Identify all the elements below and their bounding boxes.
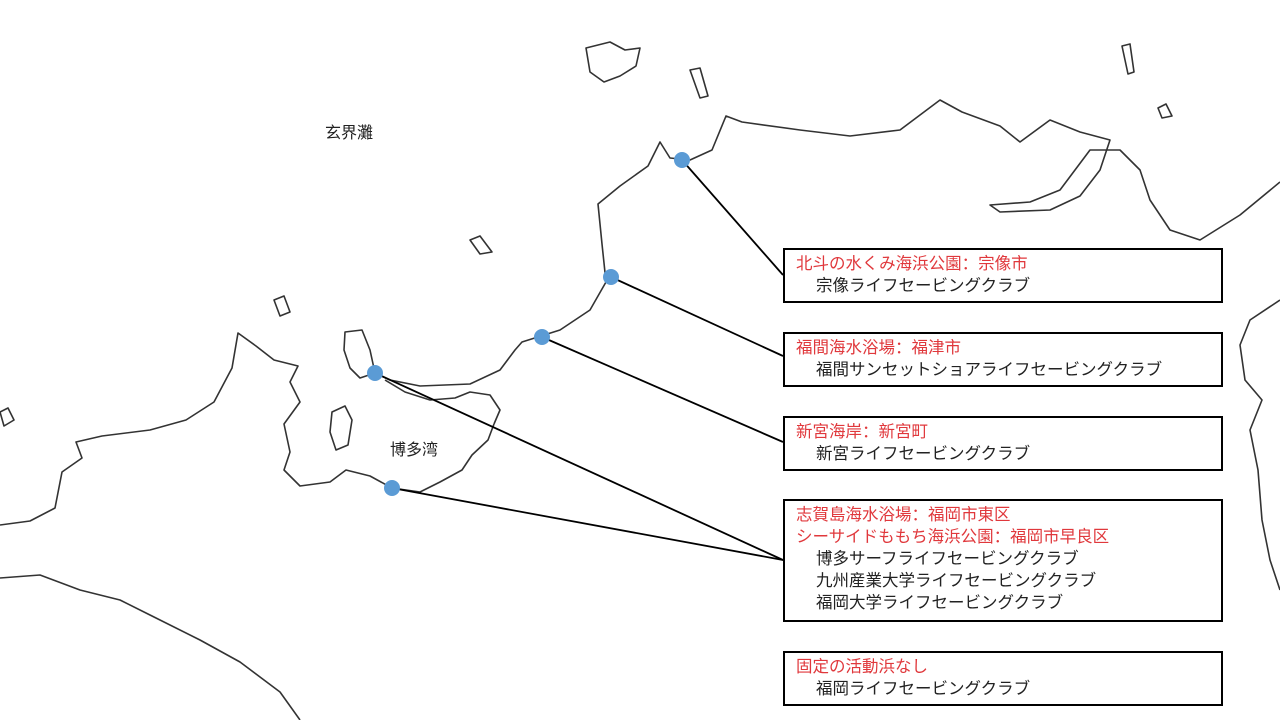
leader-line bbox=[391, 487, 784, 561]
leader-lines bbox=[374, 159, 784, 561]
location-name: 福間海水浴場：福津市 bbox=[796, 338, 961, 357]
leader-line bbox=[610, 276, 784, 357]
club-name: 九州産業大学ライフセービングクラブ bbox=[816, 571, 1097, 590]
location-name: シーサイドももち海浜公園：福岡市早良区 bbox=[796, 527, 1110, 546]
beach-marker[interactable] bbox=[674, 152, 690, 168]
coastline-spit bbox=[374, 99, 1280, 387]
club-name: 福岡大学ライフセービングクラブ bbox=[816, 593, 1064, 612]
sea-label-genkainada: 玄界灘 bbox=[325, 123, 374, 142]
island-small-2 bbox=[273, 295, 291, 317]
island-nokonoshima bbox=[329, 405, 353, 451]
coastline-west bbox=[0, 332, 495, 526]
club-name: 新宮ライフセービングクラブ bbox=[816, 444, 1031, 463]
callout-fukuoka-city: 志賀島海水浴場：福岡市東区 シーサイドももち海浜公園：福岡市早良区 博多サーフラ… bbox=[783, 499, 1223, 622]
location-name: 志賀島海水浴場：福岡市東区 bbox=[796, 505, 1011, 524]
sea-label-hakata-bay: 博多湾 bbox=[390, 440, 439, 459]
island-oshima bbox=[585, 41, 641, 83]
beach-marker[interactable] bbox=[384, 480, 400, 496]
beach-marker[interactable] bbox=[534, 329, 550, 345]
club-name: 博多サーフライフセービングクラブ bbox=[816, 549, 1079, 568]
island-small-5 bbox=[1121, 43, 1135, 75]
location-name: 新宮海岸：新宮町 bbox=[796, 422, 928, 441]
coastline-east-1 bbox=[1239, 299, 1280, 591]
island-small-6 bbox=[1157, 103, 1173, 119]
coastline-south bbox=[0, 574, 301, 720]
club-name: 福岡ライフセービングクラブ bbox=[816, 679, 1031, 698]
island-small-3 bbox=[0, 407, 15, 427]
location-name: 北斗の水くみ海浜公園：宗像市 bbox=[796, 254, 1028, 273]
callout-no-fixed-beach: 固定の活動浜なし 福岡ライフセービングクラブ bbox=[783, 651, 1223, 706]
leader-line bbox=[541, 336, 784, 443]
beach-marker[interactable] bbox=[367, 365, 383, 381]
island-small-1 bbox=[469, 235, 493, 255]
leader-line bbox=[374, 372, 784, 561]
island-small-4 bbox=[689, 67, 709, 99]
callout-fukuma: 福間海水浴場：福津市 福間サンセットショアライフセービングクラブ bbox=[783, 332, 1223, 387]
callout-shingu: 新宮海岸：新宮町 新宮ライフセービングクラブ bbox=[783, 416, 1223, 471]
club-name: 宗像ライフセービングクラブ bbox=[816, 276, 1031, 295]
callout-munakata: 北斗の水くみ海浜公園：宗像市 宗像ライフセービングクラブ bbox=[783, 248, 1223, 303]
coastline-bay bbox=[384, 379, 501, 425]
location-name: 固定の活動浜なし bbox=[796, 657, 928, 676]
leader-line bbox=[681, 159, 784, 276]
club-name: 福間サンセットショアライフセービングクラブ bbox=[816, 360, 1163, 379]
beach-marker[interactable] bbox=[603, 269, 619, 285]
